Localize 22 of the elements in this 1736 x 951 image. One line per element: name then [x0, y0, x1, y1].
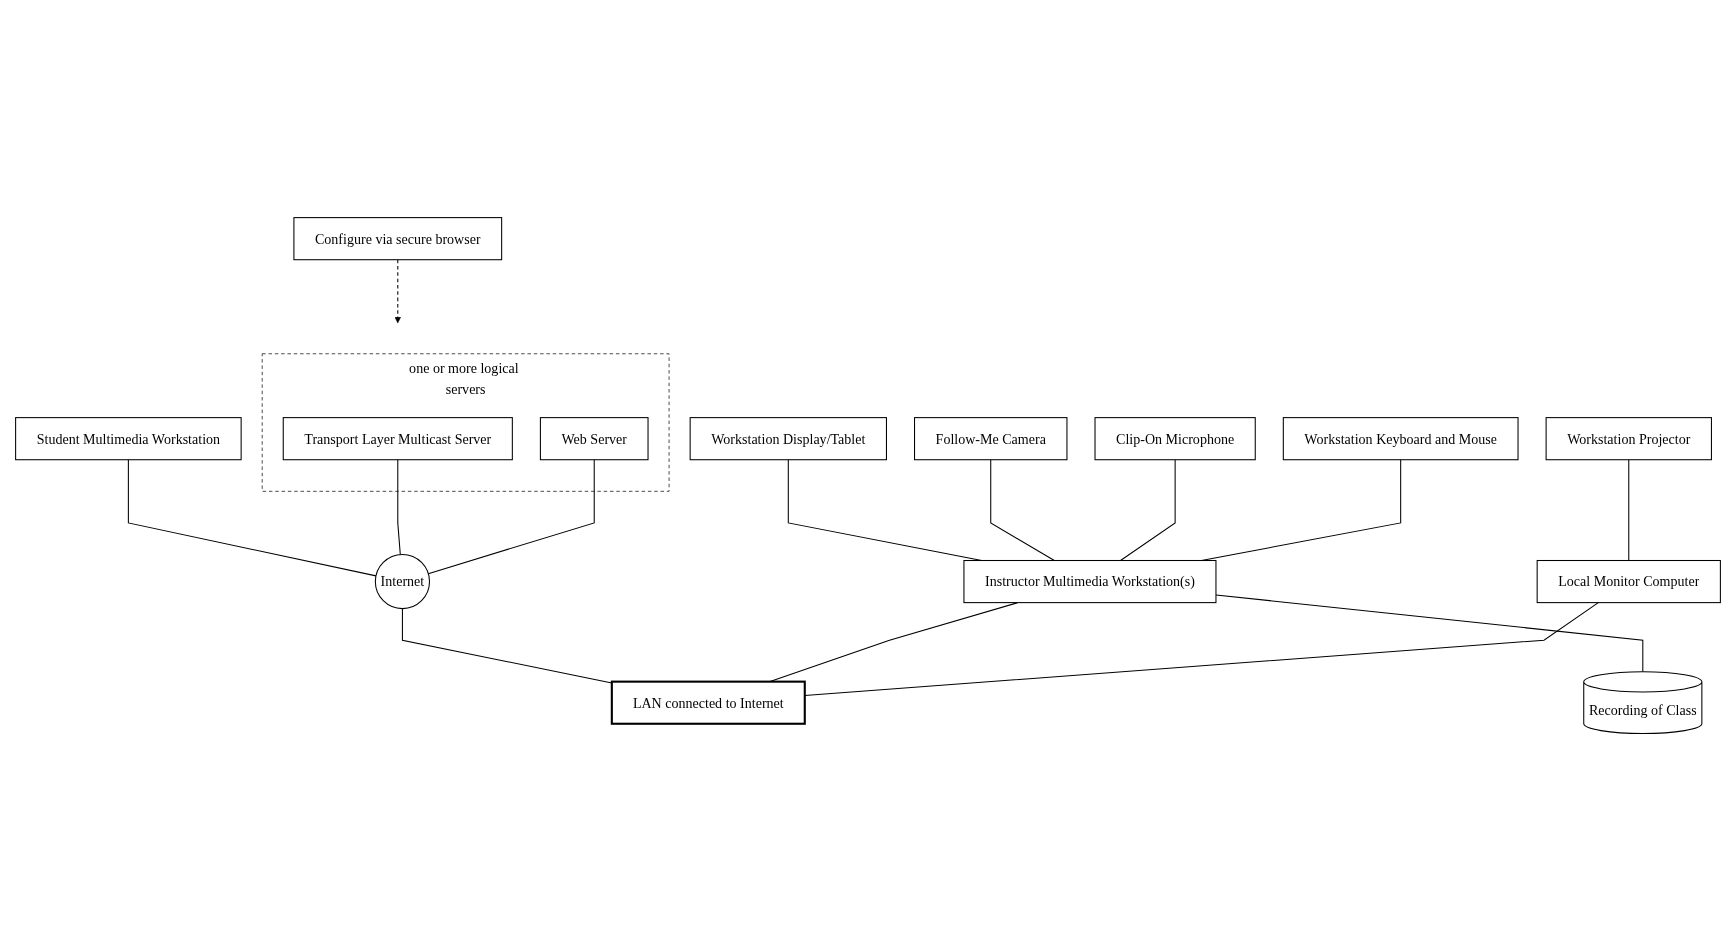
connector [990, 459, 1055, 561]
node-box: Workstation Keyboard and Mouse [1282, 417, 1519, 461]
node-box: Workstation Projector [1545, 417, 1712, 461]
node-box: Web Server [539, 417, 649, 461]
connector [397, 459, 401, 555]
node-box: Configure via secure browser [293, 216, 503, 261]
node-box: Instructor Multimedia Workstation(s) [963, 559, 1217, 604]
node-box: LAN connected to Internet [610, 680, 806, 725]
node-box: Follow-Me Camera [914, 417, 1068, 461]
connector [127, 459, 377, 577]
node-box: Local Monitor Computer [1536, 559, 1721, 604]
connector [1628, 459, 1630, 561]
connector [1120, 459, 1176, 561]
connector [1215, 594, 1644, 673]
node-box: Transport Layer Multicast Server [282, 417, 513, 461]
connector [427, 459, 595, 575]
node-box: Student Multimedia Workstation [15, 417, 242, 461]
arrow [394, 259, 401, 324]
connector [804, 601, 1599, 696]
node-box: Clip-On Microphone [1094, 417, 1256, 461]
node-circle: Internet [374, 553, 431, 610]
node-box: Workstation Display/Tablet [689, 417, 887, 461]
